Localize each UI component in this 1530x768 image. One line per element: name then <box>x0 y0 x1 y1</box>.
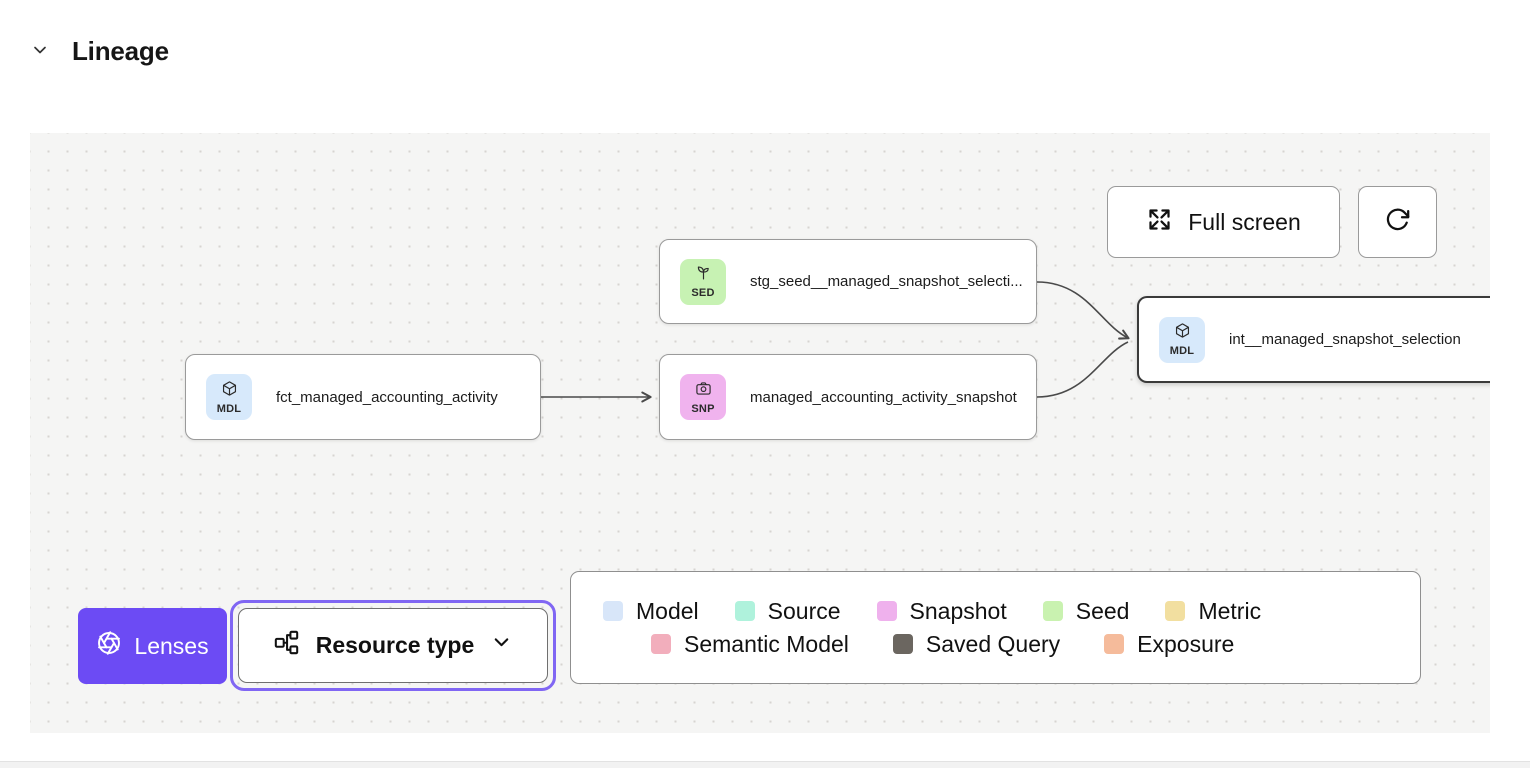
resource-type-label: Resource type <box>315 632 475 658</box>
legend-label: Saved Query <box>925 630 1061 657</box>
chevron-down-icon <box>30 40 50 63</box>
collapse-section-button[interactable] <box>28 40 52 64</box>
lenses-button[interactable]: Lenses <box>78 608 227 684</box>
legend-row: Semantic Model Saved Query Exposure <box>651 631 1420 658</box>
legend-label: Snapshot <box>909 597 1007 624</box>
legend-item-model: Model <box>603 598 699 625</box>
legend-item-exposure: Exposure <box>1104 631 1234 658</box>
legend-item-snapshot: Snapshot <box>876 597 1007 625</box>
seed-color-swatch <box>1042 601 1063 621</box>
source-color-swatch <box>734 601 755 621</box>
node-label: int__managed_snapshot_selection <box>1229 331 1461 348</box>
resource-type-focus-ring: Resource type <box>230 600 556 691</box>
sprout-icon <box>695 264 712 286</box>
resource-type-dropdown[interactable]: Resource type <box>238 608 548 683</box>
exposure-color-swatch <box>1104 634 1125 654</box>
legend-label: Semantic Model <box>684 630 849 657</box>
edge-snp-to-int <box>1036 341 1129 398</box>
lenses-button-label: Lenses <box>134 632 209 659</box>
lineage-section-header: Lineage <box>28 36 169 67</box>
bottom-divider <box>0 761 1530 768</box>
legend-item-seed: Seed <box>1042 597 1130 625</box>
legend-item-semantic-model: Semantic Model <box>651 631 849 658</box>
legend-label: Seed <box>1075 597 1130 624</box>
badge-label: SED <box>691 287 715 299</box>
refresh-button[interactable] <box>1358 186 1437 258</box>
cube-icon <box>1174 322 1191 344</box>
fullscreen-button[interactable]: Full screen <box>1107 186 1340 258</box>
cube-icon <box>221 380 238 402</box>
semantic-model-color-swatch <box>651 634 671 654</box>
refresh-icon <box>1384 206 1411 239</box>
fullscreen-button-label: Full screen <box>1188 208 1301 235</box>
aperture-icon <box>96 630 122 662</box>
legend-label: Source <box>767 597 841 624</box>
lineage-node-snapshot[interactable]: SNP managed_accounting_activity_snapshot <box>659 354 1037 440</box>
saved-query-color-swatch <box>892 634 913 654</box>
model-badge: MDL <box>1159 316 1205 363</box>
lineage-node-fct-model[interactable]: MDL fct_managed_accounting_activity <box>185 354 541 440</box>
legend-label: Exposure <box>1137 630 1235 657</box>
hierarchy-icon <box>273 629 300 662</box>
badge-label: MDL <box>1169 345 1195 357</box>
expand-icon <box>1146 206 1173 239</box>
legend-item-source: Source <box>734 597 841 625</box>
metric-color-swatch <box>1165 601 1186 621</box>
badge-label: SNP <box>691 402 715 415</box>
legend-row: Model Source Snapshot Seed Metric <box>603 598 1420 625</box>
badge-label: MDL <box>216 402 242 415</box>
legend-label: Model <box>636 597 699 624</box>
model-badge: MDL <box>206 374 252 420</box>
legend-label: Metric <box>1198 597 1262 624</box>
page-title: Lineage <box>72 36 169 66</box>
snapshot-badge: SNP <box>680 374 726 420</box>
model-color-swatch <box>603 601 623 621</box>
legend-item-saved-query: Saved Query <box>892 630 1061 658</box>
seed-badge: SED <box>680 258 726 305</box>
edge-seed-to-int <box>1036 281 1130 340</box>
legend-panel: Model Source Snapshot Seed Metric S <box>570 571 1421 684</box>
camera-icon <box>695 380 712 402</box>
lineage-node-int-model-selected[interactable]: MDL int__managed_snapshot_selection <box>1137 296 1490 383</box>
snapshot-color-swatch <box>876 601 897 621</box>
lineage-canvas[interactable]: SED stg_seed__managed_snapshot_selecti..… <box>30 133 1490 733</box>
lineage-node-seed[interactable]: SED stg_seed__managed_snapshot_selecti..… <box>659 239 1037 324</box>
legend-item-metric: Metric <box>1165 598 1261 625</box>
node-label: stg_seed__managed_snapshot_selecti... <box>750 273 1023 290</box>
chevron-down-icon <box>490 631 513 660</box>
node-label: managed_accounting_activity_snapshot <box>750 388 1017 406</box>
node-label: fct_managed_accounting_activity <box>276 388 498 406</box>
